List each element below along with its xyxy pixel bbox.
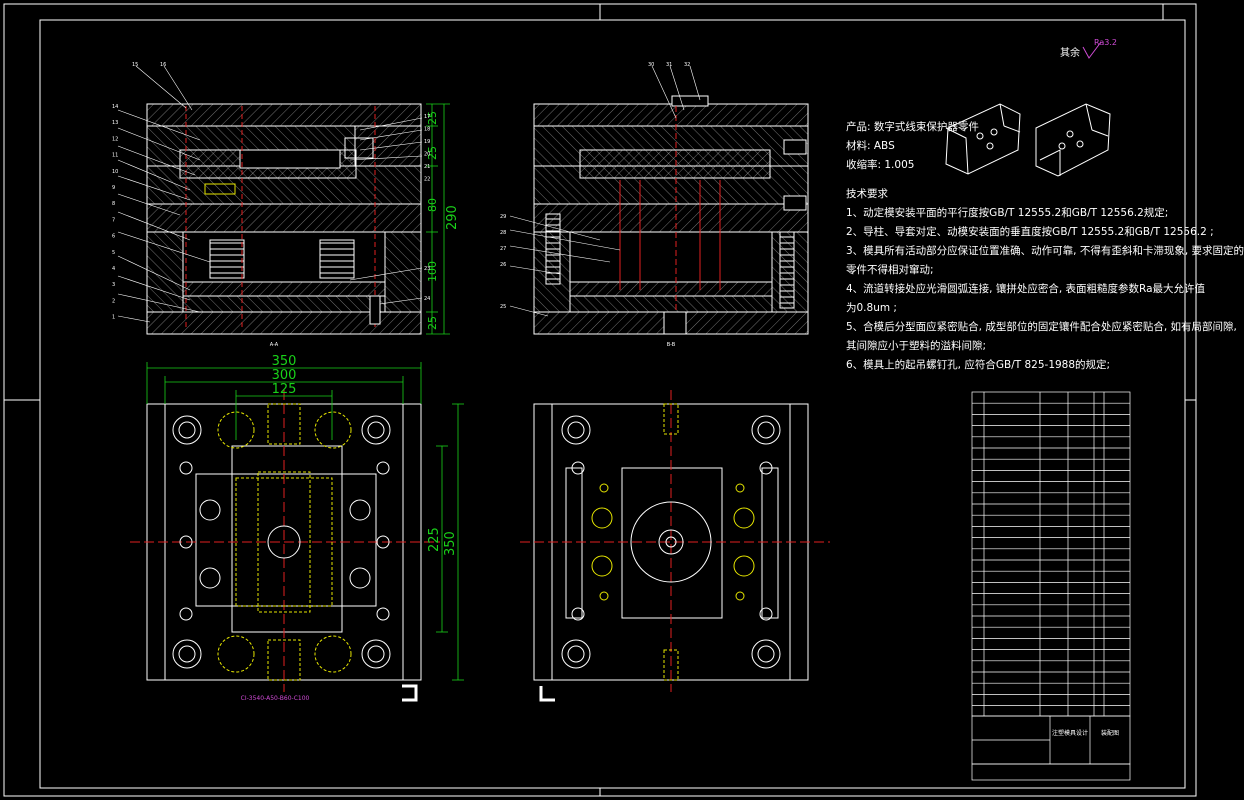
- part-number-lr-18: 18: [424, 127, 430, 133]
- part-number-lr-22: 22: [424, 177, 430, 183]
- part-number-rt-32: 32: [684, 62, 690, 68]
- requirement-2: 2、导柱、导套对定、动模安装面的垂直度按GB/T 12555.2和GB/T 12…: [846, 226, 1214, 238]
- part-number-rt-30: 30: [648, 62, 654, 68]
- leaders-bb: [509, 65, 701, 317]
- part-number-lt-16: 16: [160, 62, 166, 68]
- section-label-aa: A-A: [270, 342, 279, 348]
- part-number-ls-14: 14: [112, 104, 118, 110]
- sheet-frame: [3, 3, 1197, 797]
- part-number-ls-10: 10: [112, 169, 118, 175]
- material-line: 材料: ABS: [846, 140, 895, 152]
- part-number-lt-15: 15: [132, 62, 138, 68]
- part-number-ls-3: 3: [112, 282, 115, 288]
- dim-25-bottom: 25: [426, 316, 439, 330]
- requirement-1: 1、动定模安装平面的平行度按GB/T 12555.2和GB/T 12556.2规…: [846, 207, 1169, 219]
- section-view-bb: B-B: [533, 95, 809, 348]
- roughness-triangle-icon: [1082, 41, 1102, 59]
- technical-notes: 产品: 数字式线束保护器零件 材料: ABS 收缩率: 1.005 技术要求 1…: [846, 118, 1244, 375]
- part-number-ls-13: 13: [112, 120, 118, 126]
- product-info: 产品: 数字式线束保护器零件 材料: ABS 收缩率: 1.005: [846, 118, 1244, 175]
- part-number-rs-25: 25: [500, 304, 506, 310]
- part-number-ls-1: 1: [112, 315, 115, 321]
- section-label-bb: B-B: [667, 342, 676, 348]
- leaders-aa: [117, 65, 423, 323]
- part-number-ls-2: 2: [112, 298, 115, 304]
- dim-300-width: 300: [272, 368, 297, 383]
- surface-roughness-symbol: 其余 Ra3.2: [1060, 38, 1117, 59]
- part-isometric-views: [945, 103, 1111, 177]
- parts-list-table: [971, 391, 1131, 781]
- view-corner-marker-left: [402, 684, 418, 702]
- roughness-label: 其余: [1060, 48, 1080, 59]
- shrinkage-line: 收缩率: 1.005: [846, 159, 915, 171]
- dim-80: 80: [426, 198, 439, 212]
- part-number-ls-11: 11: [112, 153, 118, 159]
- dim-290: 290: [445, 205, 460, 230]
- part-number-ls-4: 4: [112, 266, 115, 272]
- part-number-ls-6: 6: [112, 234, 115, 240]
- part-number-ls-7: 7: [112, 217, 115, 223]
- plan-callout: CI-3540-A50-B60-C100: [241, 695, 310, 702]
- part-number-lr-24: 24: [424, 296, 430, 302]
- plan-view-fixed-half: [520, 390, 830, 692]
- part-number-lr-20: 20: [424, 152, 430, 158]
- dim-350-width: 350: [272, 354, 297, 369]
- dim-350-height: 350: [443, 531, 458, 556]
- requirement-6: 6、模具上的起吊螺钉孔, 应符合GB/T 825-1988的规定;: [846, 359, 1111, 371]
- dim-125-width: 125: [272, 382, 297, 397]
- part-number-rt-31: 31: [666, 62, 672, 68]
- dim-225-height: 225: [427, 527, 442, 552]
- requirement-5-cont: 其间隙应小于塑料的溢料间隙;: [846, 340, 987, 352]
- product-line: 产品: 数字式线束保护器零件: [846, 121, 979, 133]
- part-number-rs-28: 28: [500, 230, 506, 236]
- part-number-rs-26: 26: [500, 262, 506, 268]
- requirement-4-cont: 为0.8um ;: [846, 302, 897, 314]
- dim-25-top: 25: [426, 111, 439, 125]
- title-block-label: 装配图: [1101, 729, 1119, 737]
- requirement-5: 5、合模后分型面应紧密贴合, 成型部位的固定镶件配合处应紧密贴合, 如有局部间隙…: [846, 321, 1237, 333]
- title-block-name: 注塑模具设计: [1052, 729, 1088, 737]
- roughness-value: Ra3.2: [1094, 38, 1118, 47]
- dimensions-plan: [146, 362, 464, 681]
- view-corner-marker-right: [539, 686, 555, 702]
- part-number-ls-5: 5: [112, 250, 115, 256]
- dim-25-mid: 25: [426, 146, 439, 160]
- assembly-drawing: A-A 25 25 80 100 25 290: [3, 3, 1197, 797]
- part-number-rs-29: 29: [500, 214, 506, 220]
- part-number-ls-12: 12: [112, 136, 118, 142]
- plan-view-moving-half: [130, 390, 440, 692]
- part-number-ls-9: 9: [112, 185, 115, 191]
- requirements-title: 技术要求: [846, 188, 888, 200]
- part-number-lr-19: 19: [424, 139, 430, 145]
- requirement-3-cont: 零件不得相对窜动;: [846, 264, 934, 276]
- dim-100: 100: [426, 261, 439, 282]
- part-number-rs-27: 27: [500, 246, 506, 252]
- dimensions-vertical-aa: [426, 103, 450, 335]
- part-number-lr-23: 23: [424, 266, 430, 272]
- part-number-lr-17: 17: [424, 114, 430, 120]
- part-number-ls-8: 8: [112, 201, 115, 207]
- requirement-4: 4、流道转接处应光滑圆弧连接, 镶拼处应密合, 表面粗糙度参数Ra最大允许值: [846, 283, 1206, 295]
- part-number-lr-21: 21: [424, 164, 430, 170]
- requirement-3: 3、模具所有活动部分应保证位置准确、动作可靠, 不得有歪斜和卡滞现象, 要求固定…: [846, 245, 1244, 257]
- section-view-aa: A-A: [146, 103, 422, 348]
